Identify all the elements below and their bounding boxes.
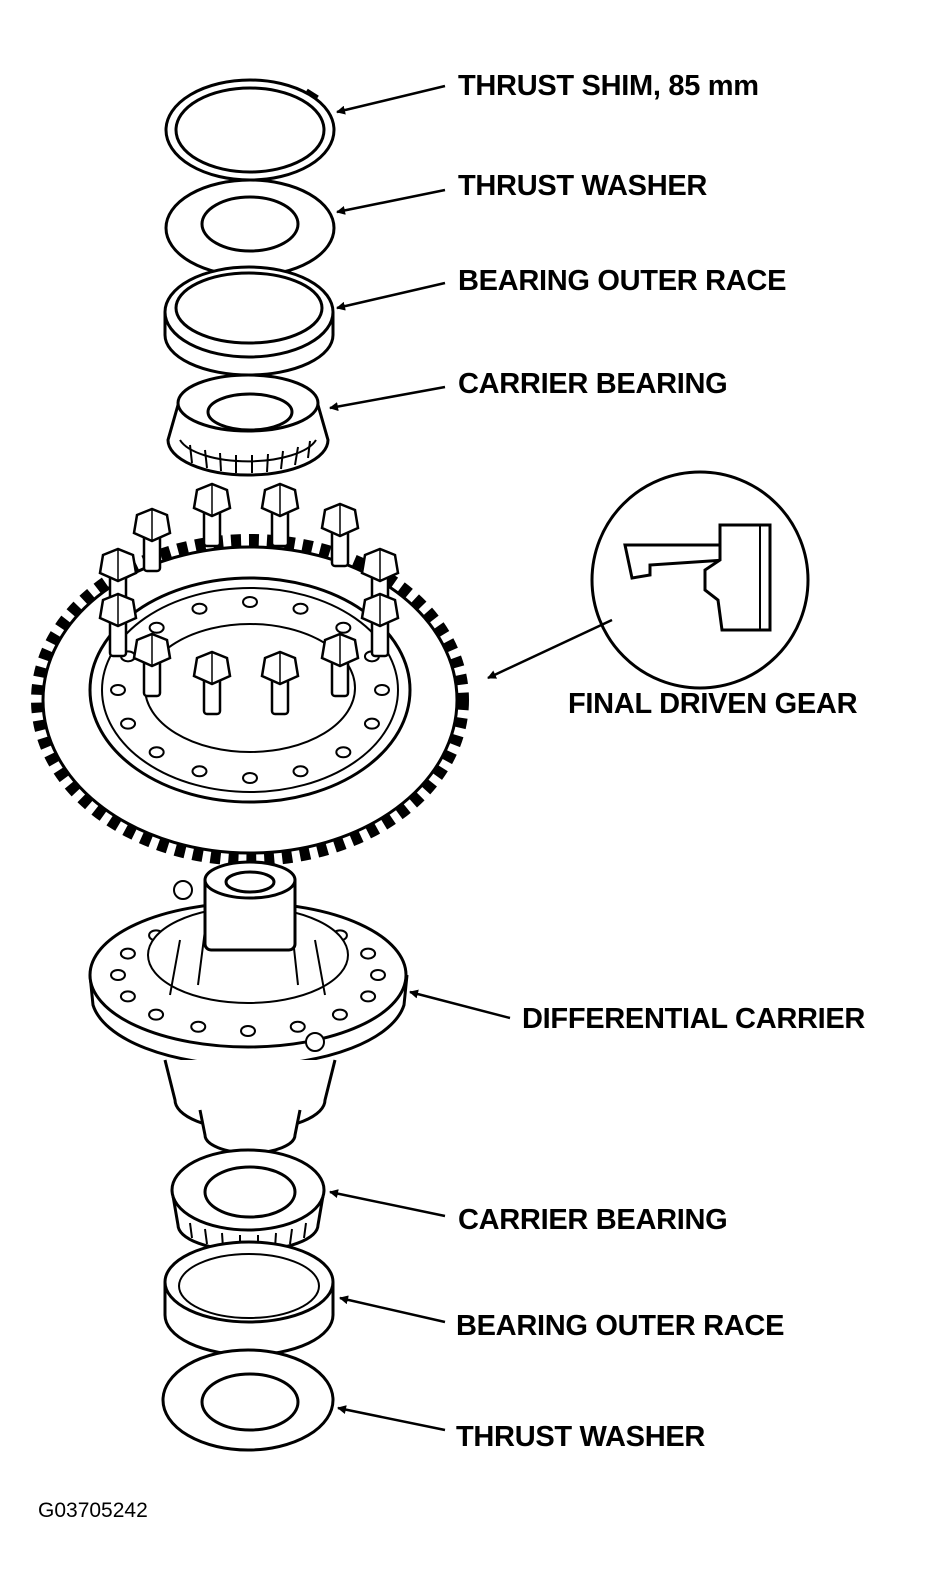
leader-lines xyxy=(329,84,613,1432)
gear-bolt xyxy=(132,632,172,698)
bearing-outer-race-bottom-part xyxy=(163,1240,335,1357)
gear-hole xyxy=(335,746,352,759)
label-carrier-bearing-bottom: CARRIER BEARING xyxy=(458,1204,728,1236)
carrier-hole xyxy=(360,947,377,960)
gear-hole xyxy=(242,596,258,608)
label-bearing-outer-race-top: BEARING OUTER RACE xyxy=(458,265,787,297)
gear-hole xyxy=(292,602,309,615)
gear-bolt xyxy=(260,650,300,716)
carrier-hole xyxy=(360,990,377,1003)
gear-hole xyxy=(363,717,380,730)
gear-hole xyxy=(335,621,352,634)
gear-bolt xyxy=(320,502,360,568)
gear-bolt xyxy=(98,592,138,658)
label-final-driven-gear: FINAL DRIVEN GEAR xyxy=(568,688,858,720)
carrier-hole xyxy=(119,947,136,960)
carrier-hole xyxy=(240,1025,256,1037)
carrier-bearing-bottom-part xyxy=(170,1148,326,1253)
gear-bolt xyxy=(320,632,360,698)
gear-hole xyxy=(374,684,390,696)
thrust-washer-top-part xyxy=(164,178,336,278)
gear-bolt xyxy=(192,482,232,548)
gear-hole xyxy=(148,746,165,759)
final-driven-gear-part xyxy=(31,482,469,866)
carrier-hole xyxy=(331,1008,348,1021)
gear-bolt xyxy=(132,507,172,573)
thrust-shim-top-part xyxy=(164,78,336,182)
carrier-hole xyxy=(190,1020,207,1033)
label-thrust-washer-top: THRUST WASHER xyxy=(458,170,708,202)
carrier-hole xyxy=(110,969,126,981)
carrier-bearing-top-part xyxy=(166,373,330,477)
gear-section-detail xyxy=(590,470,810,690)
carrier-hole xyxy=(289,1020,306,1033)
gear-hole xyxy=(148,621,165,634)
gear-bolt xyxy=(192,650,232,716)
differential-carrier-part xyxy=(88,860,409,1155)
label-thrust-shim-top: THRUST SHIM, 85 mm xyxy=(458,70,759,102)
label-bearing-outer-race-bottom: BEARING OUTER RACE xyxy=(456,1310,785,1342)
thrust-washer-bottom-part xyxy=(161,1348,335,1452)
label-carrier-bearing-top: CARRIER BEARING xyxy=(458,368,728,400)
gear-hole xyxy=(292,765,309,778)
carrier-hole xyxy=(370,969,386,981)
gear-hole xyxy=(120,717,137,730)
carrier-hole xyxy=(148,1008,165,1021)
gear-hole xyxy=(191,602,208,615)
label-differential-carrier: DIFFERENTIAL CARRIER xyxy=(522,1003,866,1035)
gear-bolt xyxy=(360,592,400,658)
bearing-outer-race-top-part xyxy=(163,265,335,377)
figure-code: G03705242 xyxy=(38,1499,148,1522)
carrier-hole xyxy=(119,990,136,1003)
gear-bolt xyxy=(260,482,300,548)
gear-hole xyxy=(191,765,208,778)
label-thrust-washer-bottom: THRUST WASHER xyxy=(456,1421,706,1453)
gear-hole xyxy=(242,772,258,784)
gear-hole xyxy=(110,684,126,696)
